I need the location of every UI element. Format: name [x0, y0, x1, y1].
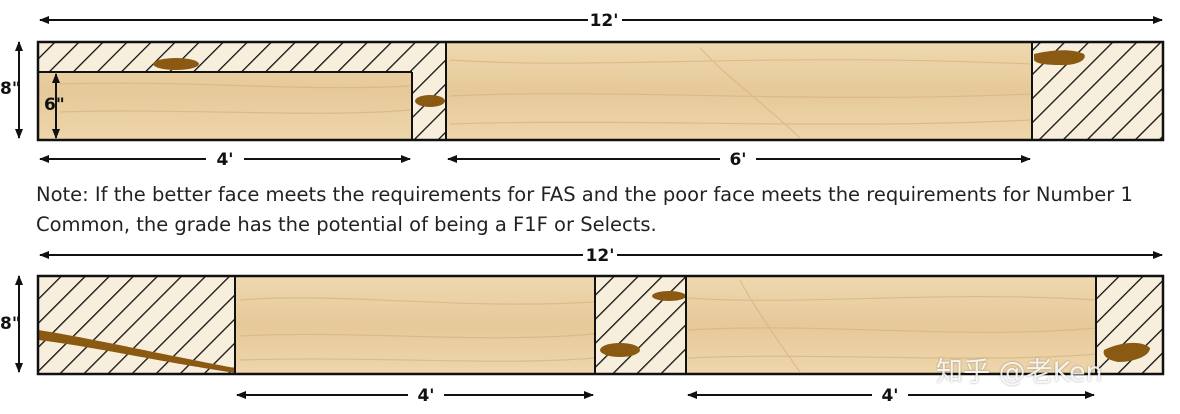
top-defect-knot-2 — [415, 95, 445, 107]
bottom-cut1-label: 4' — [417, 386, 434, 406]
top-cut2-label: 6' — [729, 150, 746, 170]
bottom-hatched-waste-2 — [595, 276, 686, 374]
top-cut-width-label: 6" — [44, 95, 65, 115]
top-hatched-waste-left — [38, 42, 446, 140]
top-board: 12' 8" 6" 4' — [0, 11, 1165, 170]
bottom-cut2-label: 4' — [881, 386, 898, 406]
top-cut1-label: 4' — [216, 150, 233, 170]
bottom-defect-knot-1 — [652, 291, 686, 301]
watermark: 知乎 @老Ken — [936, 357, 1103, 388]
bottom-width-label: 8" — [0, 314, 21, 334]
grading-note: Note: If the better face meets the requi… — [36, 183, 1133, 236]
top-defect-knot-1 — [153, 58, 199, 70]
bottom-defect-knot-2 — [600, 343, 640, 357]
bottom-length-label: 12' — [586, 246, 615, 266]
top-wood-grain — [59, 47, 1031, 139]
top-board-outline — [36, 40, 1165, 142]
bottom-defect-split — [38, 330, 235, 373]
bottom-board-outline — [36, 274, 1165, 376]
bottom-board: 12' 8" 4' 4' — [0, 246, 1165, 406]
bottom-hatched-waste-1 — [38, 276, 235, 374]
bottom-wood-grain — [239, 279, 1097, 373]
top-length-label: 12' — [590, 11, 619, 31]
bottom-defect-knot-3 — [1103, 342, 1150, 362]
top-width-label: 8" — [0, 79, 21, 99]
top-defect-knot-3 — [1034, 50, 1085, 66]
